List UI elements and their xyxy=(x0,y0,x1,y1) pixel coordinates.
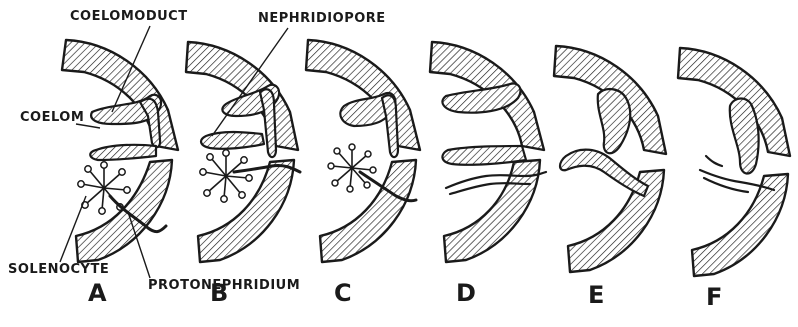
body-wall-lower xyxy=(568,170,664,272)
body-wall-lower xyxy=(320,160,416,262)
panel-letter-d: D xyxy=(456,279,476,307)
panel-d: D xyxy=(430,42,546,307)
coelom-sac-lower xyxy=(201,132,264,149)
panel-e: E xyxy=(554,46,666,309)
label-coelomoduct: COELOMODUCT xyxy=(70,9,188,24)
coelomoduct-tube xyxy=(560,150,648,196)
coelomoduct-tube xyxy=(382,95,398,157)
label-protonephridium: PROTONEPHRIDIUM xyxy=(148,278,300,293)
coelom-sac xyxy=(598,89,631,153)
coelom-sac-lower xyxy=(90,145,156,160)
panel-b: B xyxy=(186,42,300,307)
coelomoduct-tube xyxy=(140,99,160,147)
body-wall-upper xyxy=(306,40,420,150)
panel-letter-a: A xyxy=(88,279,107,307)
label-solenocyte: SOLENOCYTE xyxy=(8,262,109,277)
body-wall-lower xyxy=(198,160,294,262)
leader-coelom xyxy=(76,124,100,128)
label-coelom: COELOM xyxy=(20,110,84,125)
panel-letter-e: E xyxy=(588,281,604,309)
label-nephridiopore: NEPHRIDIOPORE xyxy=(258,11,386,26)
solenocyte-cluster xyxy=(200,150,252,202)
coelom-sac xyxy=(730,99,759,174)
coelomoduct-tube xyxy=(260,89,276,157)
solenocyte-cluster xyxy=(328,144,376,192)
panel-letter-c: C xyxy=(334,279,352,307)
coelom-sac-lower xyxy=(442,146,526,165)
panel-f: F xyxy=(678,48,790,311)
panel-letter-f: F xyxy=(706,283,722,311)
panel-c: C xyxy=(306,40,420,307)
